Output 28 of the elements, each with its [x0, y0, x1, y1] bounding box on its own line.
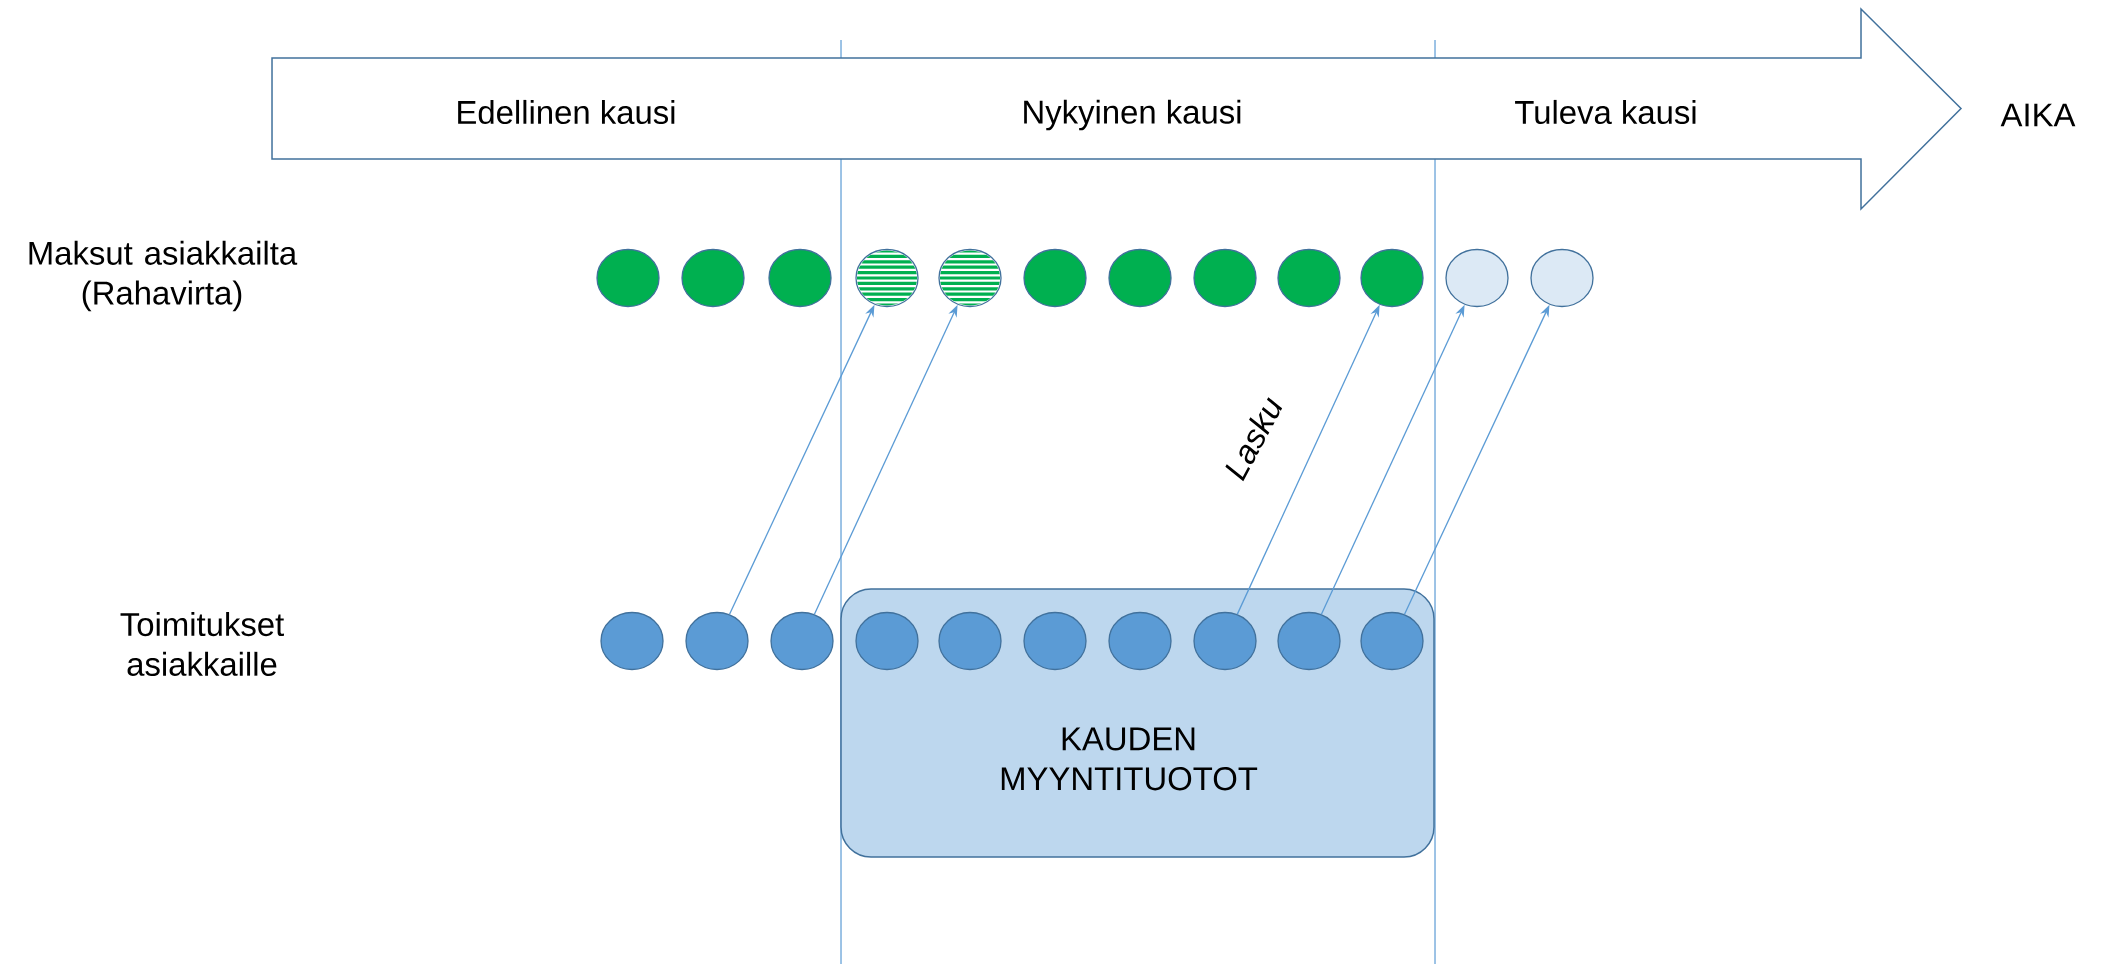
circle	[681, 248, 745, 308]
circle	[938, 611, 1002, 671]
pale-circle	[1530, 248, 1594, 308]
circle	[855, 611, 919, 671]
circle	[1193, 248, 1257, 308]
row-label: Toimitukset asiakkaille	[120, 612, 284, 676]
circle	[1108, 611, 1172, 671]
circle	[596, 248, 660, 308]
circle	[1277, 248, 1341, 308]
striped-circle	[938, 248, 1002, 308]
circle	[1277, 611, 1341, 671]
circle	[1360, 611, 1424, 671]
period-label: Tuleva kausi	[1515, 99, 1696, 125]
circle	[1023, 248, 1087, 308]
circle	[1108, 248, 1172, 308]
circle	[1193, 611, 1257, 671]
circle	[685, 611, 749, 671]
axis-label: AIKA	[2000, 103, 2076, 127]
circle	[1023, 611, 1087, 671]
pale-circle	[1445, 248, 1509, 308]
period-label: Edellinen kausi	[458, 99, 675, 125]
circle	[768, 248, 832, 308]
row-label: Maksut asiakkailta (Rahavirta)	[29, 240, 298, 312]
period-label: Nykyinen kausi	[1024, 99, 1241, 131]
circle	[600, 611, 664, 671]
striped-circle	[855, 248, 919, 308]
circle	[1360, 248, 1424, 308]
circle	[770, 611, 834, 671]
